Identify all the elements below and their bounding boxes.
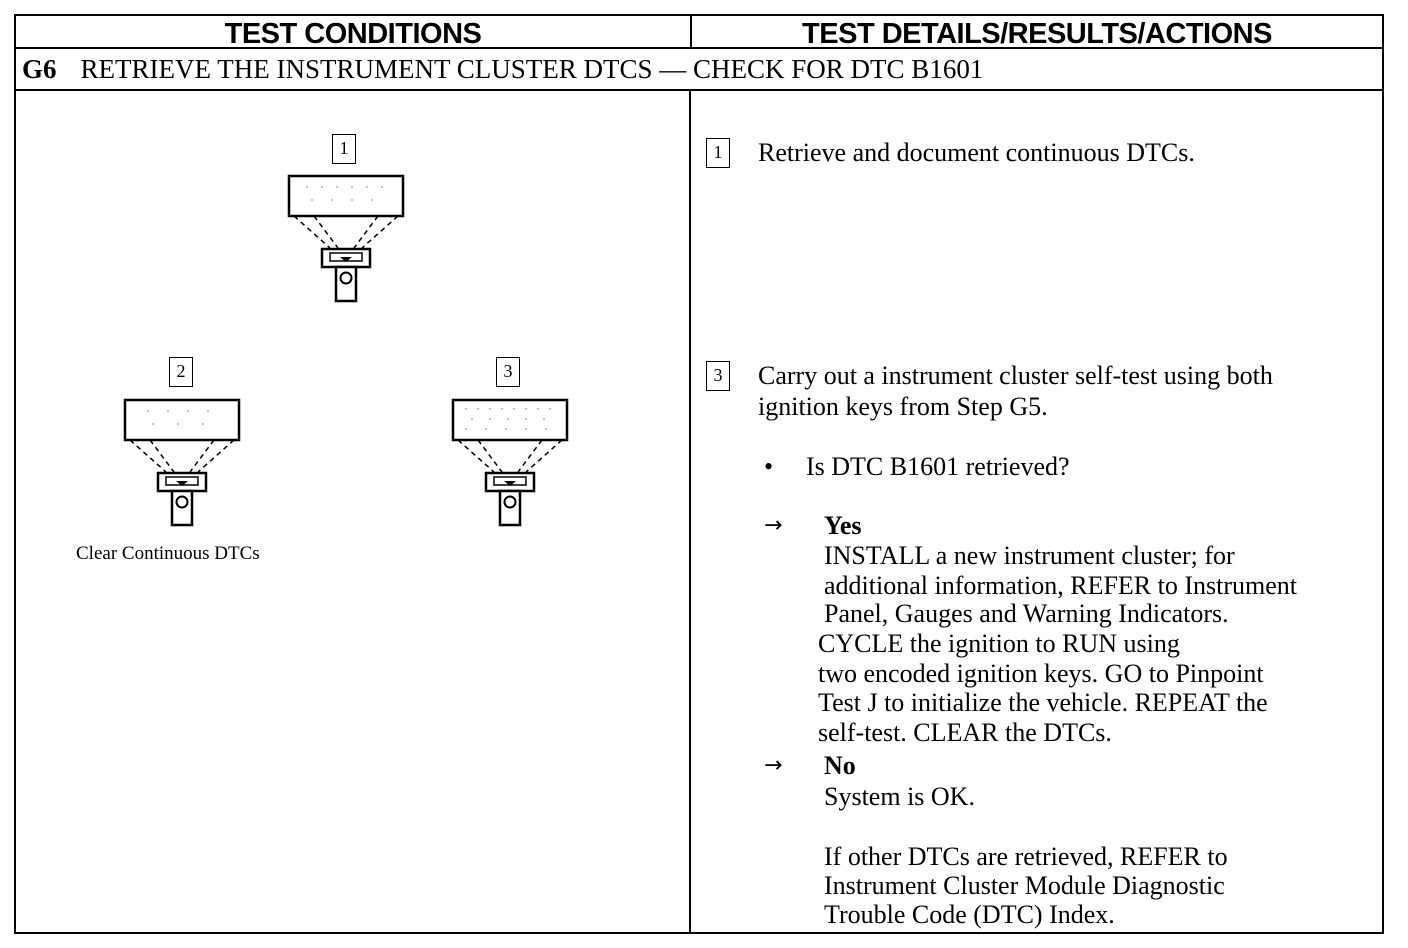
yes-label: Yes (824, 511, 862, 540)
diagram-3-scan-tool-icon (451, 398, 569, 527)
yes-line-2: additional information, REFER to Instrum… (824, 571, 1298, 600)
step-title-row: G6 RETRIEVE THE INSTRUMENT CLUSTER DTCS —… (16, 49, 1382, 91)
detail-step-3-line-2: ignition keys from Step G5. (758, 392, 1048, 421)
detail-step-1-text: Retrieve and document continuous DTCs. (758, 138, 1195, 167)
detail-step-3-number: 3 (706, 361, 730, 391)
yes-line-5: two encoded ignition keys. GO to Pinpoin… (818, 659, 1264, 688)
yes-line-4: CYCLE the ignition to RUN using (818, 629, 1180, 658)
no-line-1: System is OK. (824, 782, 975, 811)
yes-arrow-icon: → (764, 513, 783, 538)
diagram-2-number: 2 (169, 357, 193, 387)
test-table: TEST CONDITIONS TEST DETAILS/RESULTS/ACT… (14, 14, 1384, 934)
diagram-3-number: 3 (496, 357, 520, 387)
yes-line-1: INSTALL a new instrument cluster; for (824, 541, 1235, 570)
no-note-line-2: Instrument Cluster Module Diagnostic (824, 871, 1225, 900)
bullet-icon: • (764, 452, 774, 481)
no-arrow-icon: → (764, 753, 783, 778)
no-note-line-1: If other DTCs are retrieved, REFER to (824, 842, 1228, 871)
yes-line-6: Test J to initialize the vehicle. REPEAT… (818, 688, 1268, 717)
header-test-conditions: TEST CONDITIONS (16, 16, 692, 50)
detail-step-1-number: 1 (706, 138, 730, 168)
step-title: RETRIEVE THE INSTRUMENT CLUSTER DTCS — C… (80, 54, 984, 84)
header-test-details: TEST DETAILS/RESULTS/ACTIONS (692, 16, 1382, 50)
diagram-2-caption: Clear Continuous DTCs (76, 543, 260, 564)
step-id: G6 (22, 54, 57, 84)
yes-line-7: self-test. CLEAR the DTCs. (818, 718, 1112, 747)
diagram-1-scan-tool-icon (287, 174, 405, 303)
diagram-1-number: 1 (332, 134, 356, 164)
no-note-line-3: Trouble Code (DTC) Index. (824, 900, 1115, 929)
question-text: Is DTC B1601 retrieved? (806, 452, 1070, 481)
column-divider (689, 91, 691, 934)
diagram-2-scan-tool-icon (123, 398, 241, 527)
no-label: No (824, 751, 856, 780)
detail-step-3-line-1: Carry out a instrument cluster self-test… (758, 361, 1273, 390)
yes-line-3: Panel, Gauges and Warning Indicators. (824, 599, 1229, 628)
